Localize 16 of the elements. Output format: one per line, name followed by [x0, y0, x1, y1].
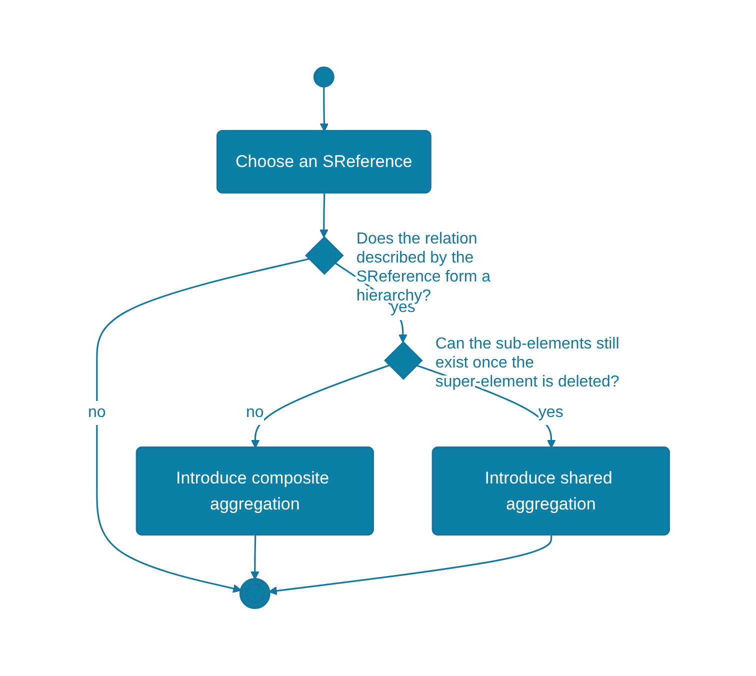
end-circle: [238, 578, 270, 610]
edge-label: yes: [538, 404, 563, 422]
edge-label: no: [88, 404, 106, 422]
arrow: [319, 193, 328, 238]
decision-diamond: [384, 341, 422, 380]
arrow: [250, 535, 259, 580]
start-circle: [312, 66, 334, 88]
arrow: [96, 258, 309, 594]
edge-label: no: [246, 404, 264, 422]
action-box: Introduce shared aggregation: [431, 446, 670, 536]
arrow: [319, 86, 328, 132]
arrow: [268, 535, 552, 596]
action-box: Choose an SReference: [216, 130, 431, 194]
arrow: [250, 364, 390, 449]
action-box: Introduce composite aggregation: [135, 446, 374, 536]
decision-diamond: [304, 236, 344, 276]
